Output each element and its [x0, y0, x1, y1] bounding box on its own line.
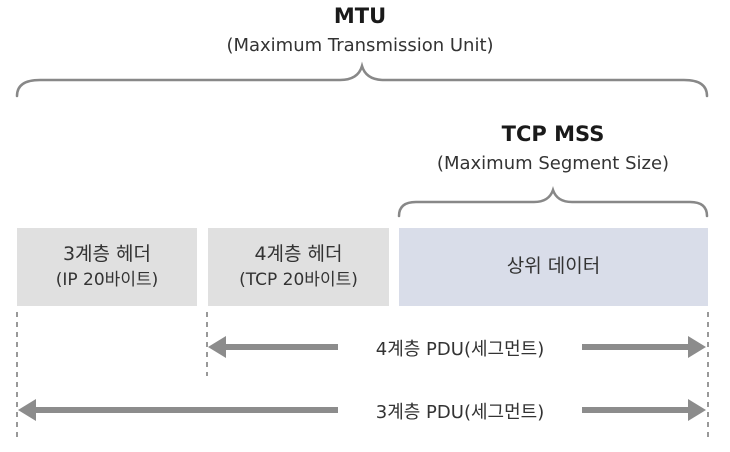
upper-data-box: 상위 데이터: [399, 228, 708, 306]
mtu-title: MTU: [333, 4, 387, 28]
upper-data-label: 상위 데이터: [506, 255, 601, 278]
ip-header-size: (IP 20바이트): [55, 270, 159, 291]
tcp-header-box: 4계층 헤더 (TCP 20바이트): [208, 228, 389, 306]
ip-header-box: 3계층 헤더 (IP 20바이트): [17, 228, 197, 306]
mtu-brace: [15, 61, 709, 98]
l3-arrow-left-head: [18, 399, 36, 421]
mss-brace: [397, 186, 709, 218]
l3-arrow-right-head: [688, 399, 706, 421]
ip-header-label: 3계층 헤더: [62, 242, 152, 265]
l4-arrow-left-head: [208, 336, 226, 358]
mss-title: TCP MSS: [501, 122, 605, 146]
mtu-subtitle: (Maximum Transmission Unit): [226, 35, 494, 56]
l4-arrow-right-head: [688, 336, 706, 358]
layer3-pdu-label: 3계층 PDU(세그먼트): [338, 398, 582, 424]
mss-subtitle: (Maximum Segment Size): [436, 153, 670, 174]
layer4-pdu-label: 4계층 PDU(세그먼트): [338, 335, 582, 361]
tcp-header-label: 4계층 헤더: [254, 242, 343, 265]
tcp-header-size: (TCP 20바이트): [239, 270, 358, 291]
